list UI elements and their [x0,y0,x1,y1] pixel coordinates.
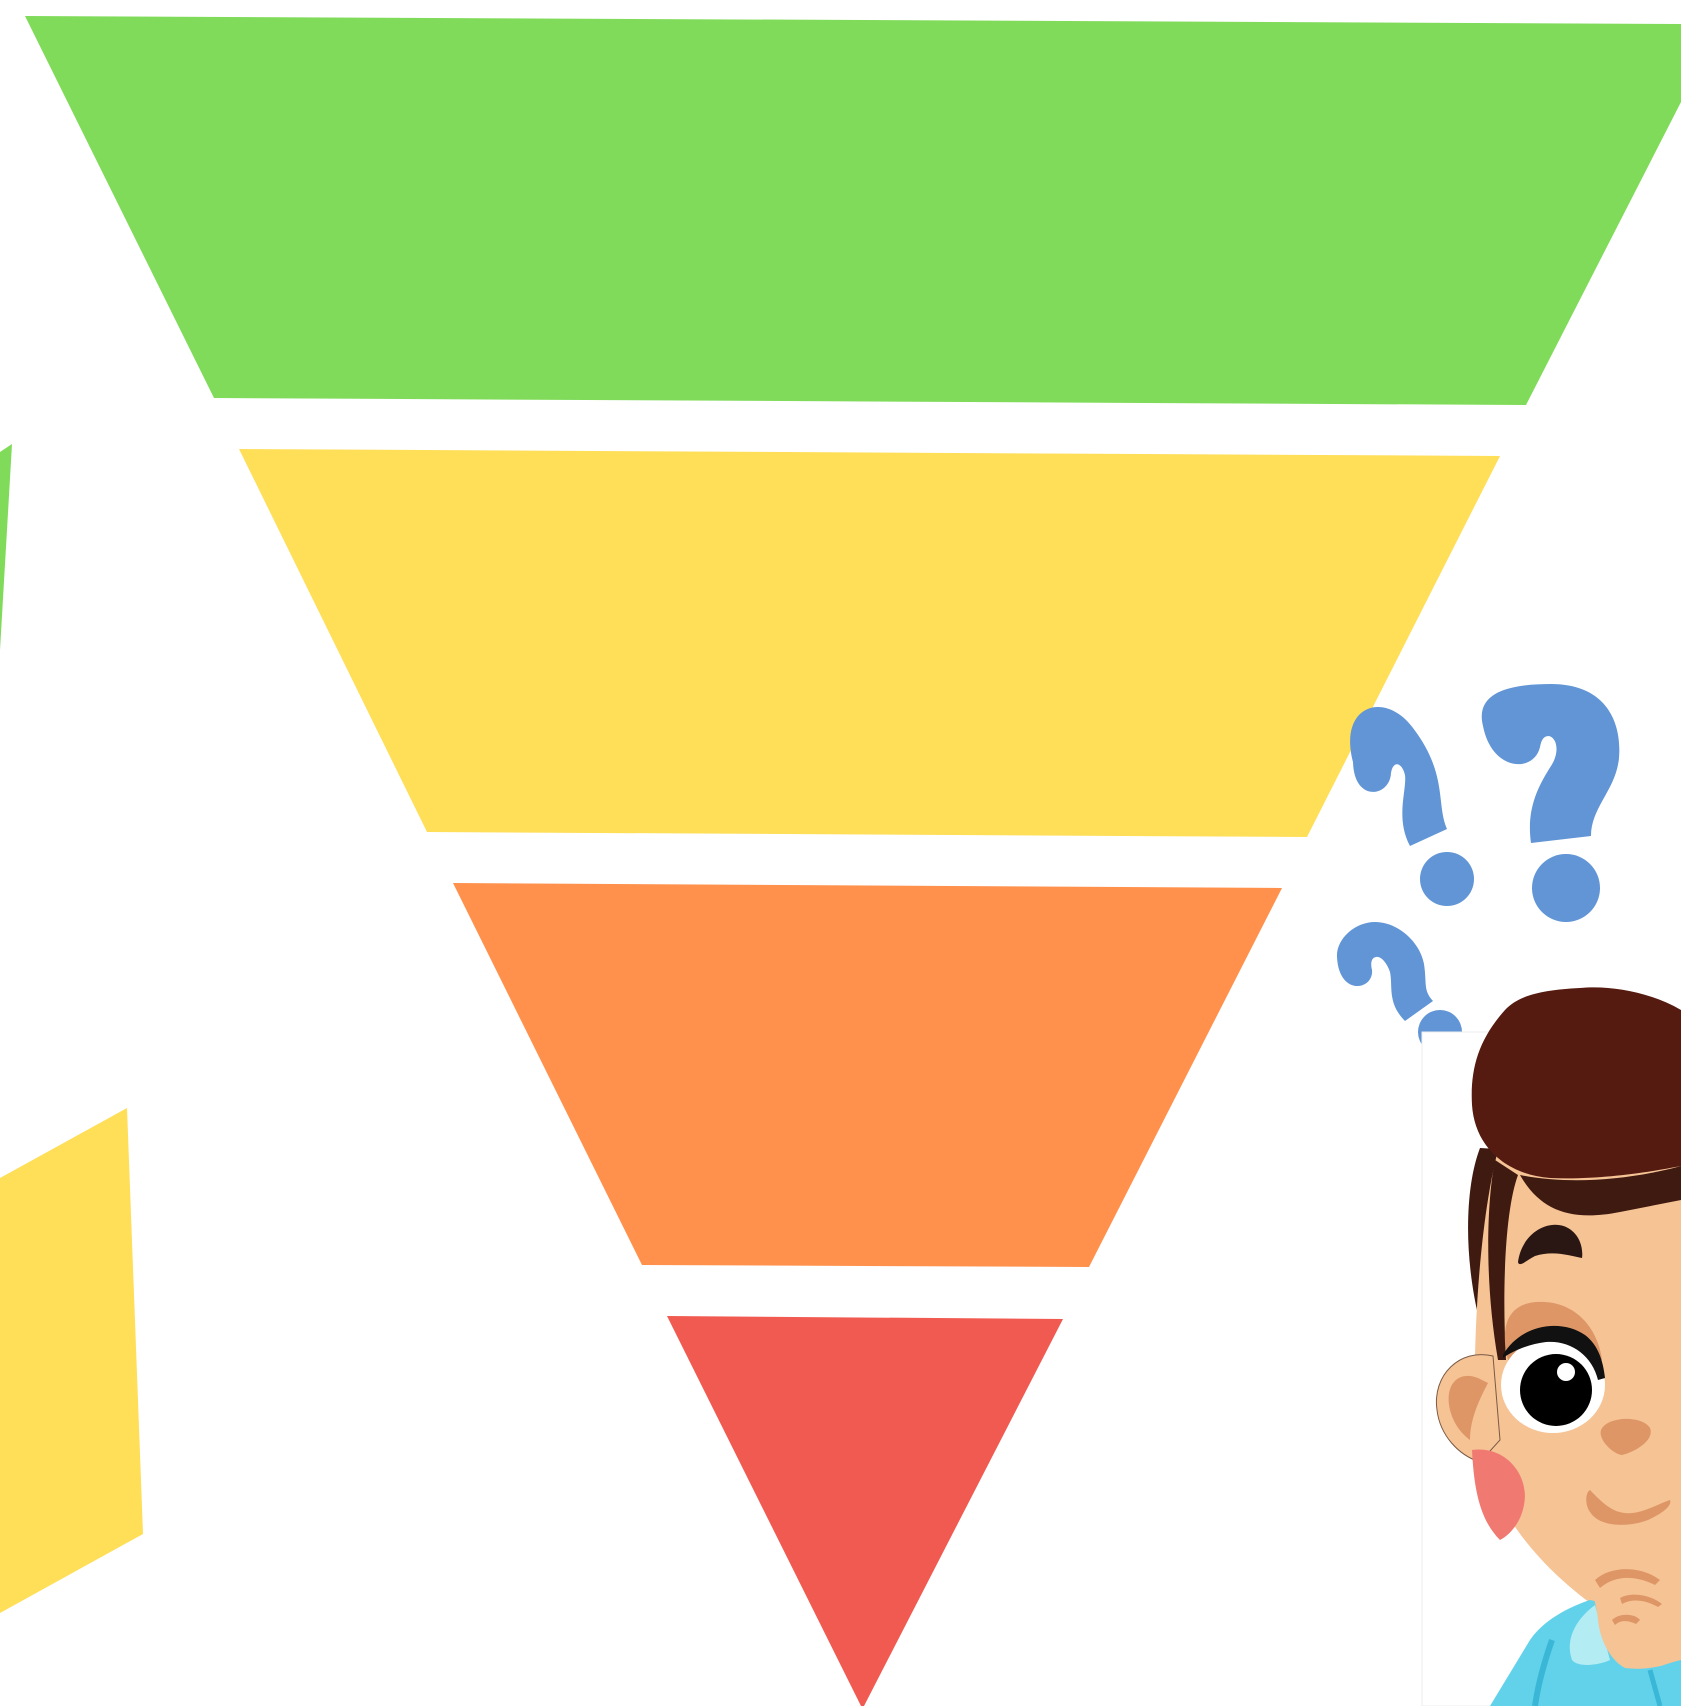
funnel-level-3 [453,883,1282,1267]
yellow-sliver [0,1108,143,1613]
question-marks [1336,684,1620,1054]
funnel-level-2 [239,449,1500,837]
question-mark-icon [1350,707,1474,906]
funnel-level-4 [667,1316,1063,1706]
funnel-level-1 [25,16,1681,405]
question-mark-icon [1481,684,1620,922]
thinking-character-illustration [1421,987,1681,1706]
green-sliver [0,444,12,650]
